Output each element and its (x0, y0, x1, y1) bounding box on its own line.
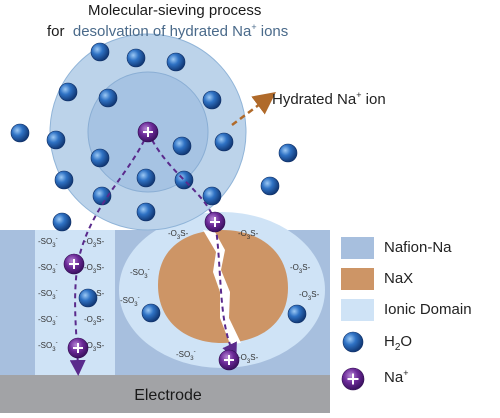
water-molecule (278, 143, 298, 163)
sodium-ions (63, 121, 365, 391)
sulfonate-label-alt: -O3S- (84, 237, 105, 249)
legend-na-label: Na+ (384, 368, 409, 386)
water-molecule (98, 88, 118, 108)
electrode-layer (0, 375, 330, 413)
sulfonate-label-alt: -O3S- (168, 229, 189, 241)
water-molecule (174, 170, 194, 190)
electrode-label: Electrode (134, 387, 202, 404)
sulfonate-label: -SO3- (120, 295, 140, 308)
water-molecule (202, 90, 222, 110)
na-ion (218, 349, 240, 371)
sulfonate-label-alt: -O3S- (299, 290, 320, 302)
sulfonate-label-alt: -O3S- (84, 315, 105, 327)
legend-swatch-ionic (341, 299, 374, 321)
water-molecule (136, 168, 156, 188)
legend-swatch-nax (341, 268, 374, 290)
legend-ionic-label: Ionic Domain (384, 301, 472, 318)
water-molecule (287, 304, 307, 324)
legend-water-icon (342, 331, 364, 353)
ion-path-right (147, 131, 237, 360)
callout-hydrated-na-ion: Hydrated Na+ ion (272, 90, 386, 108)
sulfonate-label-alt: -O3S- (84, 341, 105, 353)
water-molecule (92, 186, 112, 206)
na-ion (63, 253, 85, 275)
nax-crack (203, 230, 241, 344)
sulfonate-label-alt: -O3S- (238, 229, 259, 241)
sulfonate-label: -SO3- (38, 236, 58, 249)
title-line-2: for desolvation of hydrated Na+ ions (47, 22, 289, 40)
water-molecule (166, 52, 186, 72)
legend-h2o-label: H2O (384, 333, 413, 353)
sulfonate-label-alt: -O3S- (238, 353, 259, 365)
sulfonate-label: -SO3- (38, 262, 58, 275)
sulfonate-label: -SO3- (130, 267, 150, 280)
water-molecule (90, 148, 110, 168)
water-molecule (78, 288, 98, 308)
na-ion (67, 337, 89, 359)
water-molecule (260, 176, 280, 196)
callout-arrow (231, 92, 276, 126)
water-molecule (58, 82, 78, 102)
legend-nafion-label: Nafion-Na (384, 239, 452, 256)
water-molecule (46, 130, 66, 150)
legend-nax-label: NaX (384, 270, 414, 287)
na-ion (204, 211, 226, 233)
water-molecule (172, 136, 192, 156)
sulfonate-label-alt: -O3S- (290, 263, 311, 275)
sulfonate-label: -SO3- (38, 288, 58, 301)
water-molecule (90, 42, 110, 62)
na-ion (137, 121, 159, 143)
legend-swatch-nafion (341, 237, 374, 259)
water-molecule (136, 202, 156, 222)
water-molecule (141, 303, 161, 323)
legend-na-icon (341, 367, 365, 391)
sulfonate-label: -SO3- (176, 349, 196, 362)
water-molecules (10, 42, 364, 353)
water-molecule (126, 48, 146, 68)
water-molecule (202, 186, 222, 206)
water-molecule (214, 132, 234, 152)
water-molecule (52, 212, 72, 232)
sulfonate-label-alt: -O3S- (84, 263, 105, 275)
sulfonate-groups: -SO3- -SO3- -SO3- -SO3- -SO3- -O3S- -O3S- -O3S-… (38, 229, 320, 365)
water-molecule (54, 170, 74, 190)
sulfonate-label: -SO3- (38, 340, 58, 353)
water-molecule (10, 123, 30, 143)
sulfonate-label: -SO3- (38, 314, 58, 327)
